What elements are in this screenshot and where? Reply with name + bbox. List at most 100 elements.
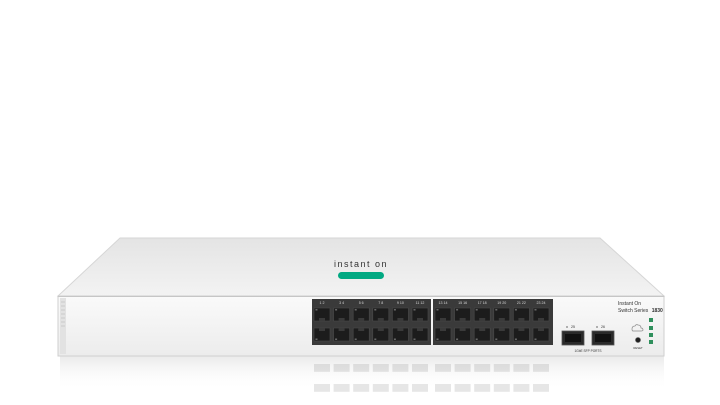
rj45-port-latch [377, 318, 384, 321]
sfp-led-icon [566, 326, 568, 328]
port-led-icon [514, 309, 517, 311]
rj45-port-reflection [474, 364, 491, 372]
rj45-port-reflection [493, 384, 510, 392]
rj45-port-reflection [372, 384, 389, 392]
status-led-icon [649, 340, 653, 344]
sfp-caption: 1GbE SFP PORTS [575, 349, 602, 353]
port-block-left [312, 299, 431, 345]
rj45-port-reflection [392, 384, 409, 392]
rj45-port-reflection [474, 384, 491, 392]
rj45-port-reflection [333, 384, 350, 392]
rj45-port-reflection [435, 364, 451, 372]
sfp-port-inner [565, 334, 581, 342]
port-number-label: 19 20 [497, 301, 506, 305]
rj45-port-reflection [493, 364, 510, 372]
rj45-port-latch [518, 328, 525, 331]
port-led-icon [335, 309, 338, 311]
rj45-port-reflection [372, 364, 389, 372]
port-number-label: 7 8 [378, 301, 383, 305]
model-line-2: Switch Series 1830 [618, 308, 663, 314]
rj45-port-reflection [314, 364, 330, 372]
port-led-icon [335, 338, 338, 340]
port-number-label: 9 10 [397, 301, 404, 305]
port-led-icon [413, 309, 416, 311]
ports-reflection [314, 364, 549, 392]
rj45-port-latch [498, 318, 505, 321]
rj45-port-reflection [513, 384, 530, 392]
rj45-port-latch [440, 318, 446, 321]
port-number-label: 1 2 [320, 301, 325, 305]
sfp-port-label: 25 [571, 325, 575, 329]
port-led-icon [315, 309, 318, 311]
rj45-port-latch [538, 328, 544, 331]
rj45-port-latch [338, 318, 345, 321]
rj45-port-reflection [412, 364, 428, 372]
model-line-1: Instant On [618, 301, 641, 307]
rj45-port-reflection [533, 364, 549, 372]
brand-wordmark: instant on [334, 259, 388, 269]
sfp-led-icon [596, 326, 598, 328]
rj45-port-reflection [435, 384, 451, 392]
rj45-port-reflection [353, 384, 370, 392]
cloud-icon [631, 324, 644, 332]
rj45-port-latch [479, 318, 486, 321]
rj45-port-latch [358, 318, 365, 321]
port-number-label: 11 12 [416, 301, 425, 305]
rj45-port-reflection [412, 384, 428, 392]
rj45-port-latch [459, 318, 466, 321]
status-led-icon [649, 326, 653, 330]
port-led-icon [413, 338, 416, 340]
rj45-port-reflection [314, 384, 330, 392]
port-led-icon [315, 338, 318, 340]
rj45-port-latch [440, 328, 446, 331]
port-number-label: 15 16 [458, 301, 467, 305]
port-number-label: 5 6 [359, 301, 364, 305]
port-led-icon [534, 338, 537, 340]
port-led-icon [393, 309, 396, 311]
left-vent-slots [61, 301, 65, 327]
port-led-icon [393, 338, 396, 340]
port-led-icon [514, 338, 517, 340]
sfp-port-inner [595, 334, 611, 342]
model-number: 1830 [652, 308, 663, 314]
sfp-port-group: 25 26 1GbE SFP PORTS [561, 325, 615, 353]
port-led-icon [436, 309, 439, 311]
port-led-icon [475, 338, 478, 340]
port-number-label: 3 4 [339, 301, 344, 305]
rj45-port-reflection [333, 364, 350, 372]
port-led-icon [456, 309, 459, 311]
rj45-port-latch [377, 328, 384, 331]
rj45-port-latch [397, 328, 404, 331]
rj45-port-reflection [513, 364, 530, 372]
port-led-icon [374, 338, 377, 340]
port-number-label: 17 18 [478, 301, 487, 305]
rj45-port-reflection [353, 364, 370, 372]
model-series: Switch Series [618, 308, 649, 314]
rj45-port-latch [417, 328, 423, 331]
port-led-icon [436, 338, 439, 340]
rj45-port-latch [319, 328, 325, 331]
port-led-icon [374, 309, 377, 311]
status-led-icon [649, 318, 653, 322]
port-led-icon [354, 338, 357, 340]
rj45-port-reflection [533, 384, 549, 392]
rj45-port-latch [397, 318, 404, 321]
rj45-port-latch [459, 328, 466, 331]
rj45-port-latch [417, 318, 423, 321]
chassis-reflection [60, 356, 664, 390]
port-led-icon [354, 309, 357, 311]
status-led-icon [649, 333, 653, 337]
reset-label: RESET [633, 346, 643, 350]
port-number-label: 21 22 [517, 301, 526, 305]
rj45-port-latch [358, 328, 365, 331]
status-led-column [649, 318, 653, 344]
reset-button[interactable] [635, 337, 641, 343]
rj45-port-group: 1 2 3 4 5 6 7 8 9 10 11 12 13 14 15 16 17 18 19 2… [313, 301, 550, 342]
rj45-port-latch [319, 318, 325, 321]
rj45-port-reflection [454, 384, 471, 392]
rj45-port-latch [498, 328, 505, 331]
port-number-label: 13 14 [439, 301, 448, 305]
rj45-port-latch [479, 328, 486, 331]
rj45-port-latch [338, 328, 345, 331]
port-led-icon [495, 309, 498, 311]
